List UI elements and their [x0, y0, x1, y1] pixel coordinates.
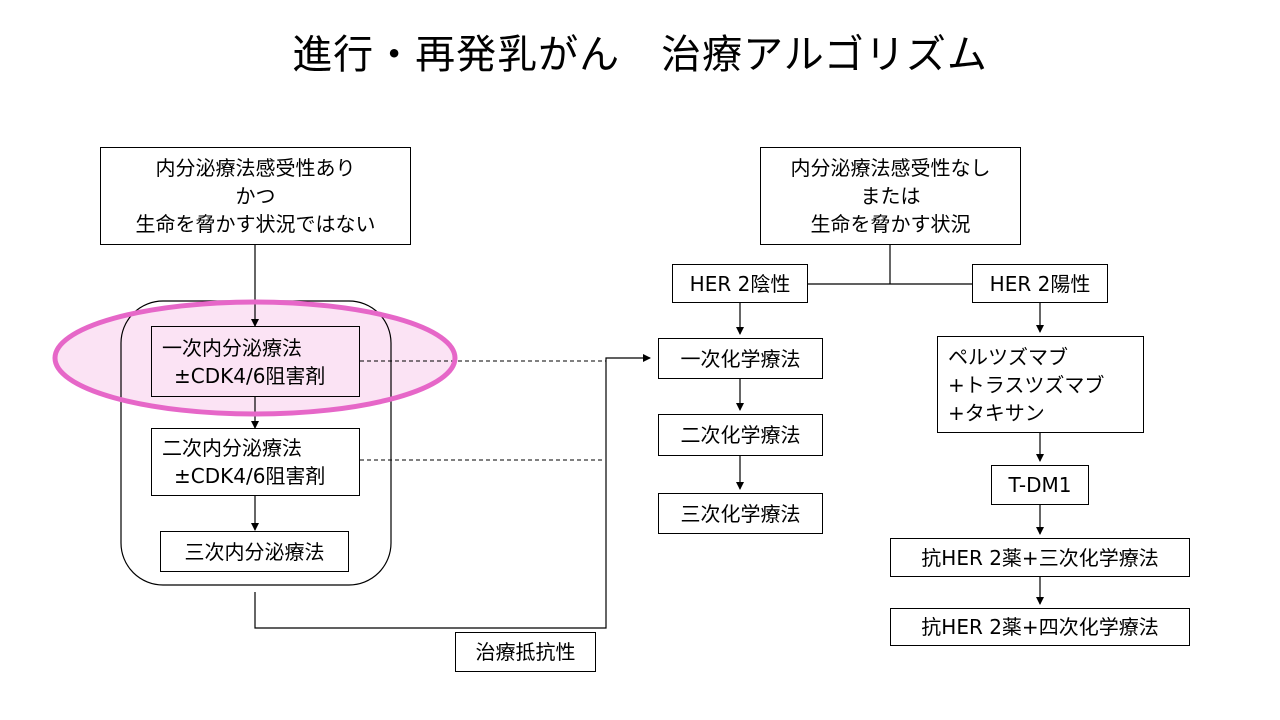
- third-line-chemo-label: 三次化学療法: [680, 501, 801, 526]
- anti-her2-fourth-label: 抗HER 2薬+四次化学療法: [921, 615, 1159, 639]
- endocrine-sensitive-condition-box: 内分泌療法感受性あり かつ 生命を脅かす状況ではない: [100, 147, 411, 245]
- pertuzumab-regimen-box: ペルツズマブ +トラスツズマブ +タキサン: [937, 336, 1144, 433]
- first-line-chemo-box: 一次化学療法: [658, 338, 823, 379]
- her2-positive-label: HER 2陽性: [989, 271, 1091, 296]
- anti-her2-third-label: 抗HER 2薬+三次化学療法: [921, 545, 1159, 570]
- anti-her2-third-chemo-box: 抗HER 2薬+三次化学療法: [890, 538, 1190, 577]
- t-dm1-label: T-DM1: [1008, 473, 1072, 497]
- condition-r-line-3: 生命を脅かす状況: [810, 212, 971, 236]
- first-line-chemo-label: 一次化学療法: [680, 346, 801, 371]
- resistance-label: 治療抵抗性: [475, 640, 576, 664]
- condition-line-2: かつ: [235, 184, 276, 208]
- regimen-line-1: ペルツズマブ: [948, 344, 1068, 369]
- her2-negative-label: HER 2陰性: [689, 271, 791, 296]
- treatment-resistance-box: 治療抵抗性: [455, 632, 596, 672]
- her2-positive-box: HER 2陽性: [972, 264, 1108, 303]
- first-line-option: ±CDK4/6阻害剤: [174, 363, 326, 388]
- first-line-label: 一次内分泌療法: [162, 335, 302, 360]
- second-line-option: ±CDK4/6阻害剤: [174, 464, 326, 488]
- regimen-line-2: +トラスツズマブ: [948, 372, 1105, 397]
- t-dm1-box: T-DM1: [991, 465, 1089, 505]
- anti-her2-fourth-chemo-box: 抗HER 2薬+四次化学療法: [890, 608, 1190, 646]
- endocrine-insensitive-condition-box: 内分泌療法感受性なし または 生命を脅かす状況: [760, 147, 1021, 245]
- second-line-chemo-box: 二次化学療法: [658, 414, 823, 456]
- resistance-path: [254, 354, 651, 629]
- condition-r-line-1: 内分泌療法感受性なし: [790, 156, 991, 180]
- third-line-endocrine-box: 三次内分泌療法: [160, 531, 349, 572]
- her2-negative-box: HER 2陰性: [672, 264, 808, 303]
- condition-r-line-2: または: [860, 184, 921, 208]
- second-line-label: 二次内分泌療法: [162, 436, 302, 460]
- second-line-chemo-label: 二次化学療法: [680, 423, 801, 447]
- regimen-line-3: +タキサン: [948, 400, 1045, 425]
- condition-line-1: 内分泌療法感受性あり: [155, 156, 356, 180]
- condition-line-3: 生命を脅かす状況ではない: [135, 212, 376, 236]
- first-line-endocrine-box: 一次内分泌療法 ±CDK4/6阻害剤: [151, 326, 360, 397]
- third-line-label: 三次内分泌療法: [184, 539, 325, 564]
- second-line-endocrine-box: 二次内分泌療法 ±CDK4/6阻害剤: [151, 428, 360, 496]
- third-line-chemo-box: 三次化学療法: [658, 493, 823, 534]
- page-title: 進行・再発乳がん 治療アルゴリズム: [292, 32, 988, 78]
